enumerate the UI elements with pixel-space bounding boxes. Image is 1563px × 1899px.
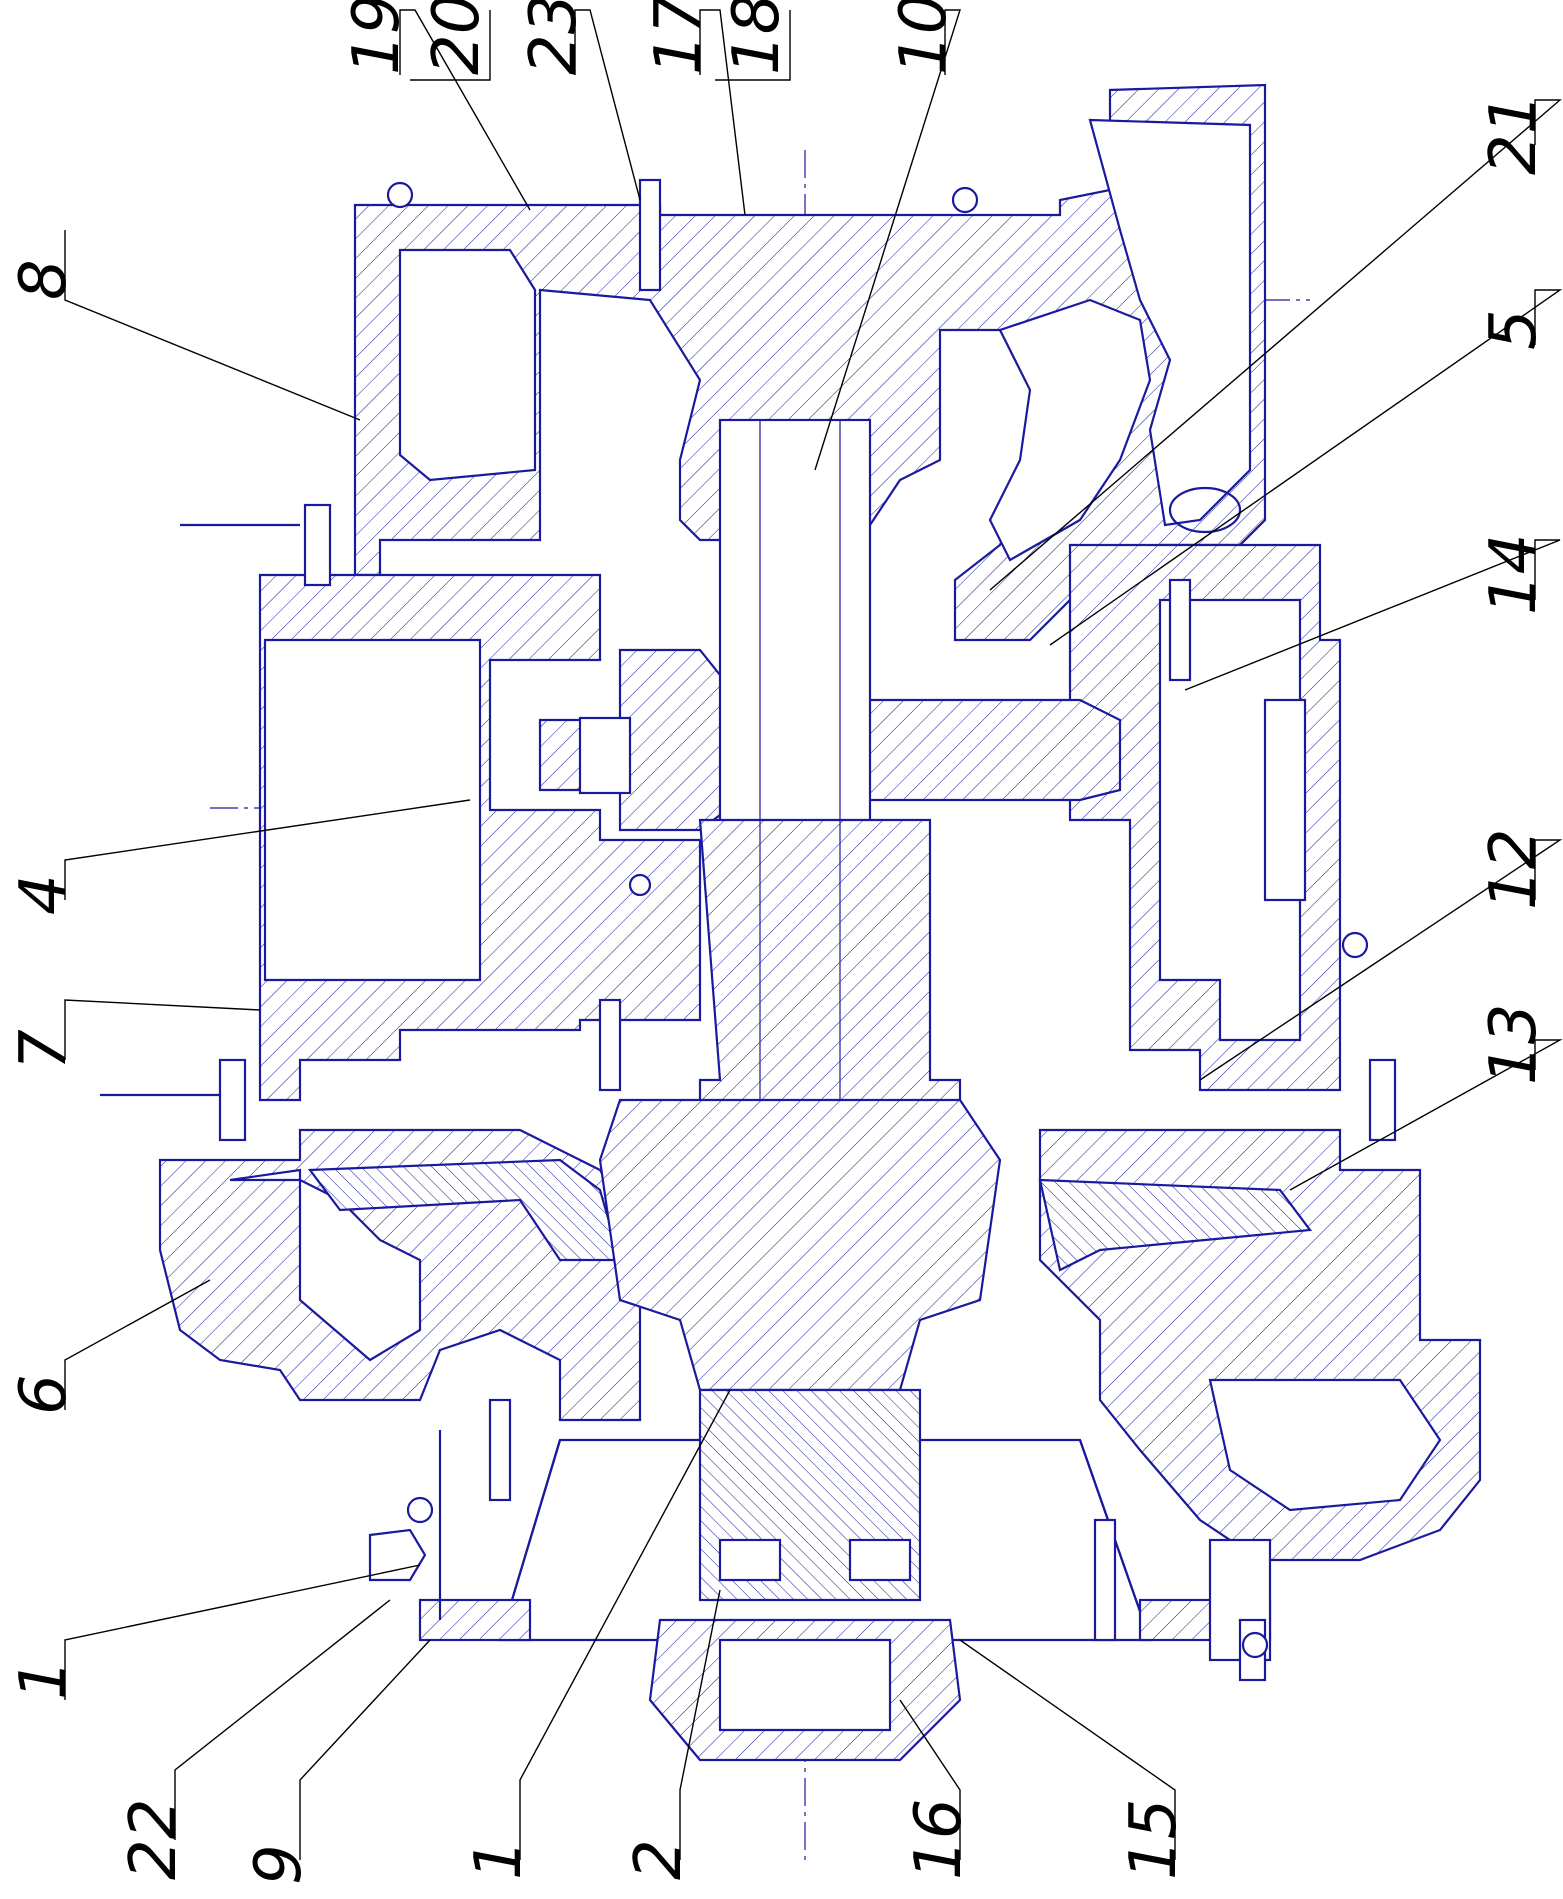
bolt <box>1368 1058 1397 1142</box>
oil-window <box>1263 698 1307 902</box>
front-bearing-cage <box>718 1538 782 1582</box>
turbine-housing-cavity-left <box>398 248 537 482</box>
callout-4: 4 <box>7 874 81 915</box>
leader-12 <box>1199 839 1563 1081</box>
bolt <box>1168 578 1192 682</box>
callout-15: 15 <box>1117 1799 1191 1880</box>
bolt <box>303 503 332 587</box>
bolt <box>638 178 662 292</box>
leader-5 <box>1049 289 1563 646</box>
callout-6: 6 <box>7 1374 81 1415</box>
turbine-volute-passage <box>988 298 1152 562</box>
callout-21: 21 <box>1477 94 1551 175</box>
diffuser-ring <box>307 1158 622 1262</box>
compressor-impeller <box>598 1098 1002 1392</box>
plug-22 <box>368 1528 427 1582</box>
callout-16: 16 <box>902 1799 976 1880</box>
callout-1b: 1 <box>462 1839 536 1880</box>
nut <box>1341 931 1369 959</box>
leader-2 <box>679 1589 721 1860</box>
leader-16 <box>899 1699 961 1860</box>
blade-band <box>578 716 632 795</box>
leader-10 <box>814 9 961 471</box>
callout-20: 20 <box>420 0 494 75</box>
bolts <box>218 178 1397 1682</box>
leader-1a <box>64 1564 421 1700</box>
callout-13: 13 <box>1477 1004 1551 1085</box>
callout-7: 7 <box>7 1029 81 1070</box>
callout-5: 5 <box>1477 309 1551 350</box>
leader-23 <box>574 9 641 201</box>
leader-22 <box>174 1599 391 1840</box>
leader-17 <box>699 9 746 216</box>
compressor-volute-right-cavity <box>1208 1378 1442 1512</box>
bolt <box>488 1398 512 1502</box>
leader-20 <box>410 10 491 81</box>
leader-7 <box>64 999 261 1060</box>
nut <box>951 186 979 214</box>
callout-8: 8 <box>7 259 81 300</box>
callout-14: 14 <box>1477 534 1551 615</box>
bearing-housing-body-interior <box>263 638 482 982</box>
callout-18: 18 <box>720 0 794 75</box>
leader-21 <box>989 99 1562 591</box>
leader-4 <box>64 799 471 900</box>
leader-14 <box>1184 539 1561 691</box>
nut <box>406 1496 434 1524</box>
leader-13 <box>1289 1039 1563 1191</box>
front-bearing-cage-right <box>848 1538 912 1582</box>
assembly-geometry <box>100 83 1482 1860</box>
callout-labels: 19 20 23 17 18 10 21 8 5 14 12 4 7 13 6 … <box>7 0 1551 1885</box>
callout-19: 19 <box>340 0 414 75</box>
nut <box>386 181 414 209</box>
callout-17: 17 <box>642 0 716 75</box>
leader-1b <box>519 1389 731 1860</box>
leader-19 <box>399 9 531 211</box>
callout-1a: 1 <box>7 1659 81 1700</box>
callout-22: 22 <box>117 1799 191 1880</box>
nut <box>628 873 652 897</box>
leader-15 <box>959 1639 1176 1860</box>
left-flange <box>418 1598 532 1642</box>
diffuser-ring-right <box>1038 1178 1313 1272</box>
callout-2: 2 <box>622 1839 696 1880</box>
callout-9: 9 <box>242 1844 316 1885</box>
leader-9 <box>299 1639 431 1860</box>
callout-10: 10 <box>887 0 961 75</box>
leader-18 <box>715 10 791 81</box>
bolt <box>1093 1518 1117 1642</box>
leader-lines <box>64 9 1563 1860</box>
bolt <box>598 998 622 1092</box>
callout-12: 12 <box>1477 829 1551 910</box>
leader-6 <box>64 1279 211 1410</box>
callout-23: 23 <box>517 0 591 75</box>
turbine-housing-port <box>1168 486 1242 534</box>
compressor-volute-left-cavity <box>229 1168 422 1362</box>
leader-8 <box>64 230 361 421</box>
end-cap-cavity <box>718 1638 892 1732</box>
nut <box>1241 1631 1269 1659</box>
bolt <box>218 1058 247 1142</box>
turbine-housing-cavity-right <box>1088 118 1252 527</box>
